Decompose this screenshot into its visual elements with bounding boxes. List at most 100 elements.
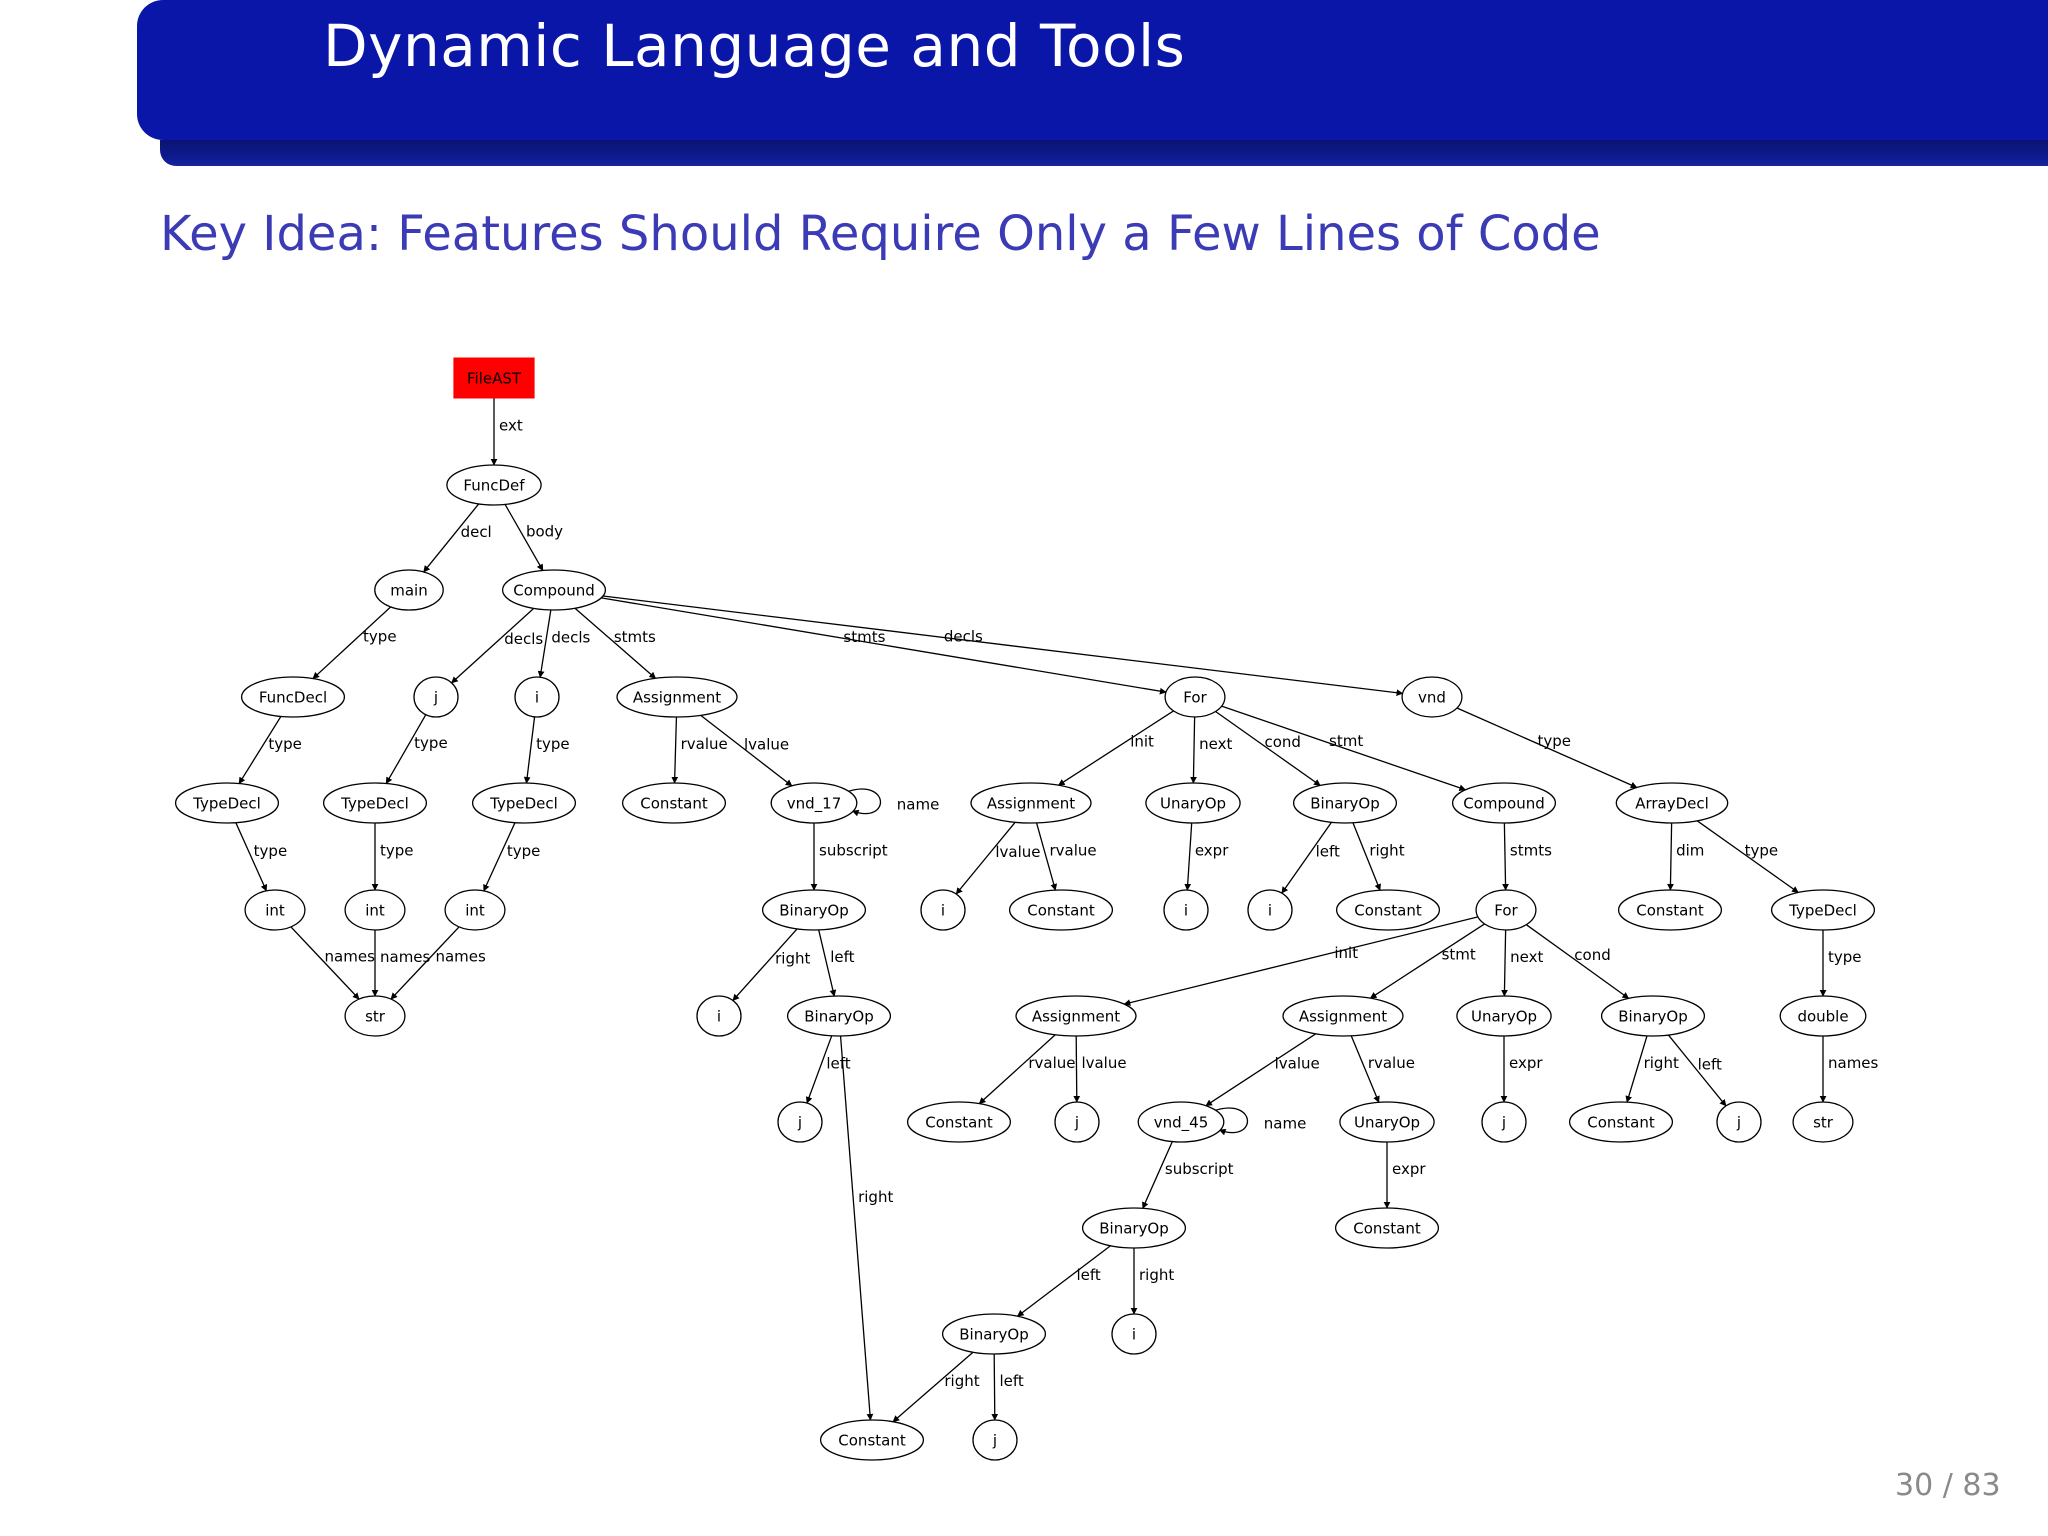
node-shape	[446, 464, 542, 506]
graph-edge	[290, 926, 360, 1000]
graph-node: For	[1475, 889, 1537, 931]
graph-node: FuncDecl	[240, 676, 346, 718]
edge-label: right	[1644, 1054, 1679, 1072]
graph-node: j	[1481, 1101, 1527, 1143]
node-label: BinaryOp	[779, 902, 849, 920]
node-shape	[1054, 1101, 1100, 1143]
graph-node: UnaryOp	[1339, 1101, 1435, 1143]
graph-node: Constant	[1617, 889, 1723, 931]
node-shape	[1164, 676, 1226, 718]
node-label: str	[365, 1008, 386, 1026]
edge-label: rvalue	[1028, 1054, 1075, 1072]
graph-edge	[312, 606, 392, 680]
node-label: vnd_45	[1154, 1114, 1209, 1133]
edge-label: stmts	[1510, 842, 1552, 860]
graph-edge	[991, 1353, 999, 1421]
graph-node: Constant	[1335, 889, 1441, 931]
edge-label: type	[363, 627, 397, 645]
graph-node: ArrayDecl	[1615, 782, 1729, 824]
node-shape	[1247, 889, 1293, 931]
node-label: int	[365, 902, 385, 920]
graph-node: Constant	[1568, 1101, 1674, 1143]
graph-node: j	[777, 1101, 823, 1143]
graph-edge	[1190, 716, 1197, 784]
graph-edge	[1350, 1035, 1380, 1103]
graph-node: BinaryOp	[786, 995, 892, 1037]
node-shape	[1770, 889, 1876, 931]
node-label: int	[465, 902, 485, 920]
edge-label: dim	[1676, 842, 1704, 860]
node-shape	[1163, 889, 1209, 931]
node-shape	[322, 782, 428, 824]
graph-edge	[504, 504, 544, 572]
graph-edge	[385, 714, 427, 785]
edge-label: ext	[499, 417, 523, 435]
edge-label: names	[1828, 1054, 1879, 1072]
node-shape	[1475, 889, 1537, 931]
node-label: Assignment	[987, 795, 1075, 813]
edge-label: right	[1139, 1266, 1174, 1284]
node-shape	[696, 995, 742, 1037]
node-shape	[1716, 1101, 1762, 1143]
edge-label: names	[325, 948, 376, 966]
node-label: TypeDecl	[1788, 902, 1857, 920]
graph-edge	[818, 929, 837, 997]
graph-node: BinaryOp	[761, 889, 867, 931]
edge-label: cond	[1574, 946, 1610, 964]
graph-node: BinaryOp	[1600, 995, 1706, 1037]
graph-node: Assignment	[970, 782, 1092, 824]
graph-node: BinaryOp	[1081, 1207, 1187, 1249]
graph-node: Assignment	[1015, 995, 1137, 1037]
edge-label: stmt	[1442, 946, 1476, 964]
graph-node: UnaryOp	[1145, 782, 1241, 824]
graph-node: str	[1792, 1101, 1854, 1143]
node-label: main	[390, 582, 427, 600]
title-bar-shadow	[160, 140, 2048, 166]
edge-label: init	[1334, 944, 1358, 962]
graph-edge	[1667, 1034, 1727, 1107]
node-label: FuncDecl	[259, 689, 327, 707]
edge-label: lvalue	[1081, 1054, 1126, 1072]
node-shape	[972, 1419, 1018, 1461]
node-label: BinaryOp	[959, 1326, 1029, 1344]
node-shape	[1792, 1101, 1854, 1143]
node-label: Assignment	[1032, 1008, 1120, 1026]
edge-label: body	[526, 523, 563, 541]
graph-edge	[235, 822, 268, 892]
node-label: j	[433, 689, 438, 707]
node-shape	[1617, 889, 1723, 931]
edge-label: type	[507, 842, 541, 860]
edge-label: next	[1510, 948, 1543, 966]
node-label: i	[1184, 902, 1188, 920]
graph-edge	[892, 1351, 974, 1423]
edge-label: name	[1264, 1115, 1307, 1133]
graph-node: i	[1111, 1313, 1157, 1355]
node-shape	[770, 782, 858, 824]
node-shape	[1081, 1207, 1187, 1249]
graph-edge	[523, 716, 536, 784]
edge-label: rvalue	[1368, 1054, 1415, 1072]
node-label: TypeDecl	[340, 795, 409, 813]
graph-edge	[1369, 923, 1485, 999]
node-label: Compound	[1463, 795, 1545, 813]
edge-label: decls	[504, 630, 543, 648]
node-label: BinaryOp	[804, 1008, 874, 1026]
node-shape	[374, 569, 444, 611]
graph-node: FuncDef	[446, 464, 542, 506]
node-shape	[1600, 995, 1706, 1037]
graph-edge	[602, 595, 1404, 697]
graph-self-edge	[845, 788, 882, 817]
edge-label: lvalue	[744, 735, 789, 753]
graph-edge	[1035, 822, 1058, 891]
graph-edge	[1073, 1035, 1081, 1103]
graph-edge	[671, 716, 679, 784]
graph-edge	[732, 928, 798, 1001]
node-shape	[1779, 995, 1867, 1037]
graph-node: Compound	[501, 569, 607, 611]
edge-label: left	[826, 1055, 850, 1073]
graph-node: vnd_17	[770, 782, 858, 824]
node-label: ArrayDecl	[1635, 795, 1709, 813]
